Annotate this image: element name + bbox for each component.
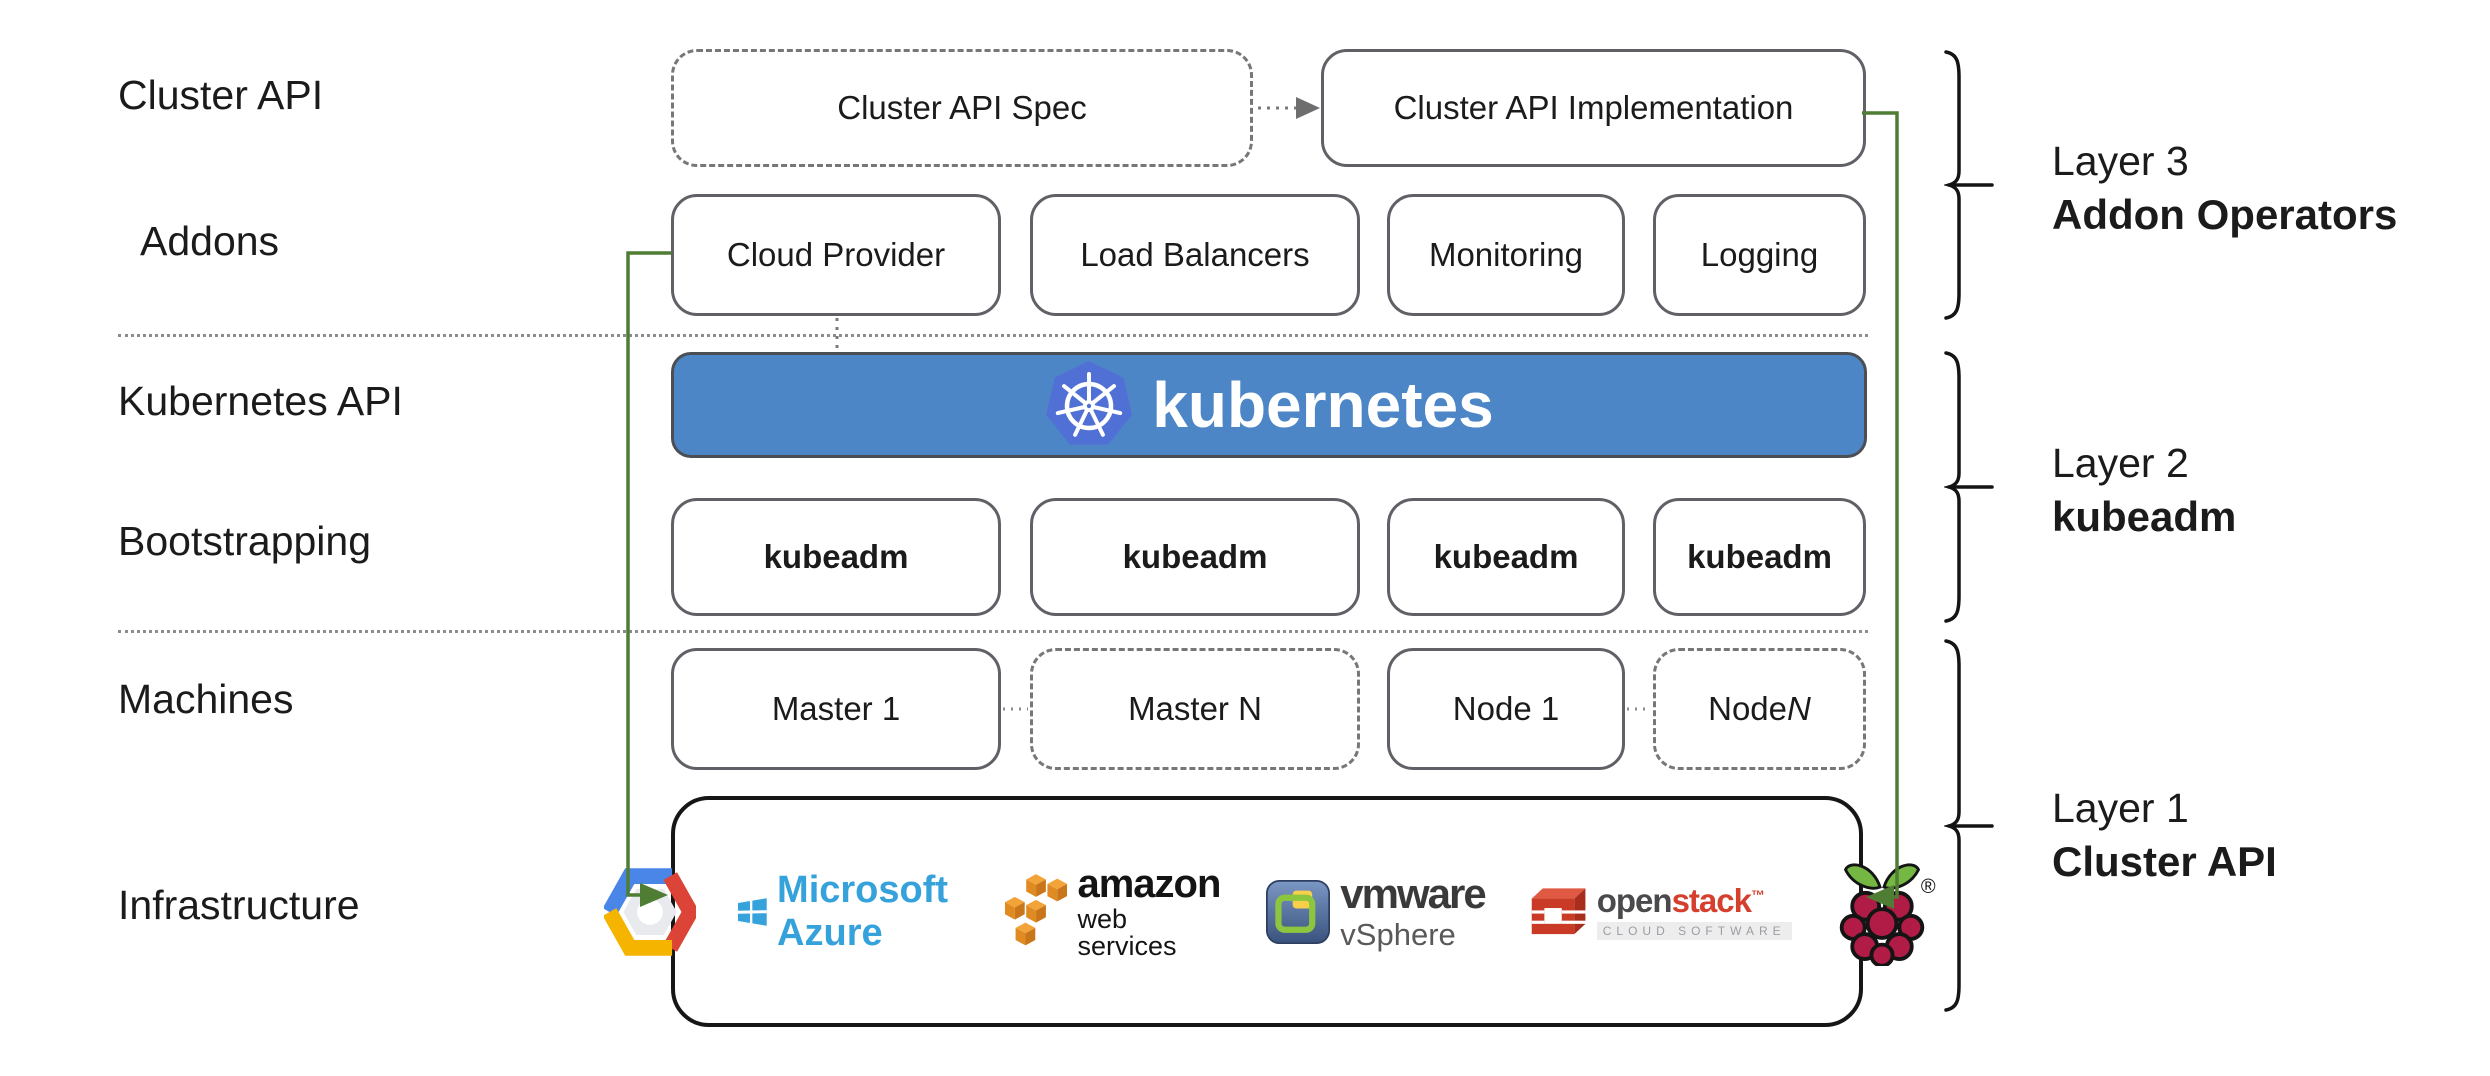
kubernetes-logo-icon bbox=[1046, 361, 1133, 445]
layer1-subtitle: Cluster API bbox=[2052, 838, 2277, 885]
cluster-api-spec-box: Cluster API Spec bbox=[671, 49, 1253, 167]
machine-box-master-n: Master N bbox=[1030, 648, 1360, 770]
machine-label: Node bbox=[1708, 690, 1788, 727]
addon-box-monitoring: Monitoring bbox=[1387, 194, 1625, 316]
openstack-label-stack: stack bbox=[1671, 881, 1752, 919]
layer1-bracket bbox=[1944, 639, 1994, 1012]
kubeadm-box-3: kubeadm bbox=[1387, 498, 1625, 616]
layer1-name: Layer 1 bbox=[2052, 785, 2189, 831]
layer3-bracket bbox=[1944, 50, 1994, 320]
spec-arrowhead bbox=[1296, 97, 1320, 119]
vsphere-icon bbox=[1266, 879, 1331, 944]
green-connector-right bbox=[1862, 111, 1899, 899]
azure-label: Microsoft Azure bbox=[777, 868, 949, 954]
google-cloud-hexagon-icon bbox=[604, 867, 697, 956]
machine-label: Node 1 bbox=[1452, 690, 1560, 727]
openstack-cube-icon bbox=[1531, 887, 1587, 934]
raspberry-pi-registered-mark: ® bbox=[1920, 875, 1936, 898]
divider-bottom bbox=[118, 630, 1868, 633]
openstack-label: openstack™ bbox=[1597, 884, 1792, 917]
infrastructure-box: Microsoft Azure bbox=[604, 796, 1936, 1027]
layer2-subtitle: kubeadm bbox=[2052, 493, 2237, 540]
layer2-label: Layer 2 kubeadm bbox=[2052, 437, 2236, 543]
machine-label-italic: N bbox=[1787, 690, 1811, 727]
raspberry-pi-logo: ® bbox=[1834, 858, 1936, 966]
aws-logo: amazon web services bbox=[1005, 864, 1224, 960]
layer3-subtitle: Addon Operators bbox=[2052, 191, 2398, 238]
microsoft-azure-logo: Microsoft Azure bbox=[738, 869, 963, 955]
kubeadm-box-2: kubeadm bbox=[1030, 498, 1360, 616]
machine-box-master-1: Master 1 bbox=[671, 648, 1001, 770]
machine-label: Master 1 bbox=[771, 690, 901, 727]
row-label-cluster-api: Cluster API bbox=[118, 72, 324, 118]
vmware-label: vmware bbox=[1340, 870, 1486, 917]
aws-cubes-icon bbox=[1005, 873, 1068, 945]
kubernetes-banner: kubernetes bbox=[671, 352, 1867, 458]
layer1-label: Layer 1 Cluster API bbox=[2052, 782, 2277, 888]
row-label-infrastructure: Infrastructure bbox=[118, 882, 360, 928]
openstack-label-open: open bbox=[1596, 881, 1673, 919]
machine-box-node-n: Node N bbox=[1653, 648, 1866, 770]
aws-label: amazon bbox=[1077, 861, 1221, 906]
vmware-sublabel: vSphere bbox=[1340, 917, 1456, 952]
openstack-logo: openstack™ CLOUD SOFTWARE bbox=[1527, 883, 1792, 941]
green-connector-left bbox=[626, 251, 671, 897]
machine-label: Master N bbox=[1128, 690, 1262, 727]
layer3-label: Layer 3 Addon Operators bbox=[2052, 135, 2397, 241]
addon-box-cloud-provider: Cloud Provider bbox=[671, 194, 1001, 316]
divider-top bbox=[118, 334, 1868, 337]
machine-box-node-1: Node 1 bbox=[1387, 648, 1625, 770]
addon-box-logging: Logging bbox=[1653, 194, 1866, 316]
row-label-addons: Addons bbox=[140, 218, 280, 264]
layer2-bracket bbox=[1944, 351, 1994, 623]
row-label-bootstrapping: Bootstrapping bbox=[118, 518, 372, 564]
aws-sublabel: web services bbox=[1077, 903, 1177, 961]
openstack-tm: ™ bbox=[1750, 886, 1765, 903]
kubeadm-box-4: kubeadm bbox=[1653, 498, 1866, 616]
cluster-api-implementation-box: Cluster API Implementation bbox=[1321, 49, 1866, 167]
layer2-name: Layer 2 bbox=[2052, 440, 2189, 486]
row-label-machines: Machines bbox=[118, 676, 294, 722]
openstack-sublabel: CLOUD SOFTWARE bbox=[1596, 921, 1792, 940]
azure-window-icon bbox=[738, 897, 768, 926]
vmware-vsphere-logo: vmware vSphere bbox=[1266, 870, 1487, 952]
layer3-name: Layer 3 bbox=[2052, 138, 2189, 184]
addon-box-load-balancers: Load Balancers bbox=[1030, 194, 1360, 316]
google-cloud-logo bbox=[604, 866, 697, 958]
raspberry-pi-icon bbox=[1839, 862, 1924, 966]
kubeadm-box-1: kubeadm bbox=[671, 498, 1001, 616]
row-label-kubernetes-api: Kubernetes API bbox=[118, 378, 403, 424]
kubernetes-banner-label: kubernetes bbox=[1152, 369, 1494, 441]
